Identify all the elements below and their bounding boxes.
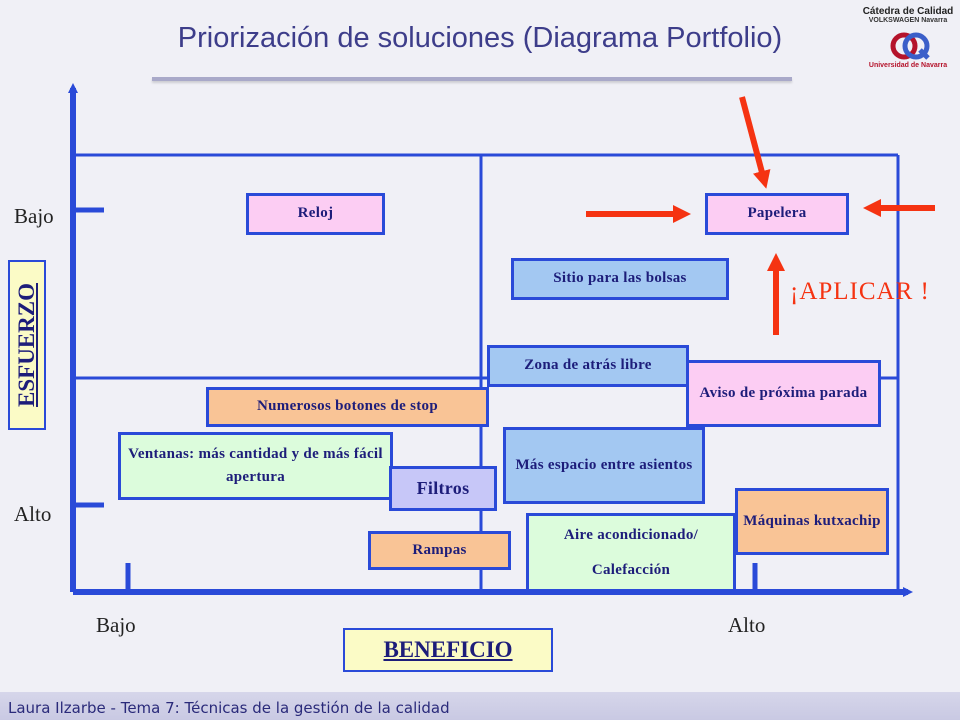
solution-aire: Aire acondicionado/ Calefacción [526,513,736,592]
solution-espacio-asientos: Más espacio entre asientos [503,427,705,504]
solution-rampas: Rampas [368,531,511,570]
logo-line2: VOLKSWAGEN Navarra [868,17,948,24]
solution-ventanas: Ventanas: más cantidad y de más fácil ap… [118,432,393,500]
solution-reloj: Reloj [246,193,385,235]
page-title: Priorización de soluciones (Diagrama Por… [177,22,783,54]
footer-text: Laura Ilzarbe - Tema 7: Técnicas de la g… [8,699,450,717]
logo-line1: Cátedra de Calidad [862,6,954,17]
solution-maquinas: Máquinas kutxachip [735,488,889,555]
logo-line3: Universidad de Navarra [868,62,948,69]
y-axis-label: ESFUERZO [8,260,46,430]
x-tick-label-bajo: Bajo [96,613,136,637]
footer-bar: Laura Ilzarbe - Tema 7: Técnicas de la g… [0,692,960,720]
logo-mark-icon [890,32,930,60]
x-tick-label-alto: Alto [728,613,766,637]
solution-filtros: Filtros [389,466,497,511]
solution-papelera: Papelera [705,193,849,235]
solution-botones-stop: Numerosos botones de stop [206,387,489,427]
solution-zona-atras: Zona de atrás libre [487,345,689,387]
y-tick-label-alto: Alto [14,502,52,526]
y-axis-label-text: ESFUERZO [14,283,39,407]
x-axis-label: BENEFICIO [343,628,553,672]
solution-aviso-parada: Aviso de próxima parada [686,360,881,427]
y-tick-label-bajo: Bajo [14,204,54,228]
apply-callout: ¡APLICAR ! [790,278,930,305]
title-divider [152,77,792,81]
solution-sitio-bolsas: Sitio para las bolsas [511,258,729,300]
university-logo: Cátedra de Calidad VOLKSWAGEN Navarra Un… [860,2,956,72]
arrow-from-top [739,96,771,189]
